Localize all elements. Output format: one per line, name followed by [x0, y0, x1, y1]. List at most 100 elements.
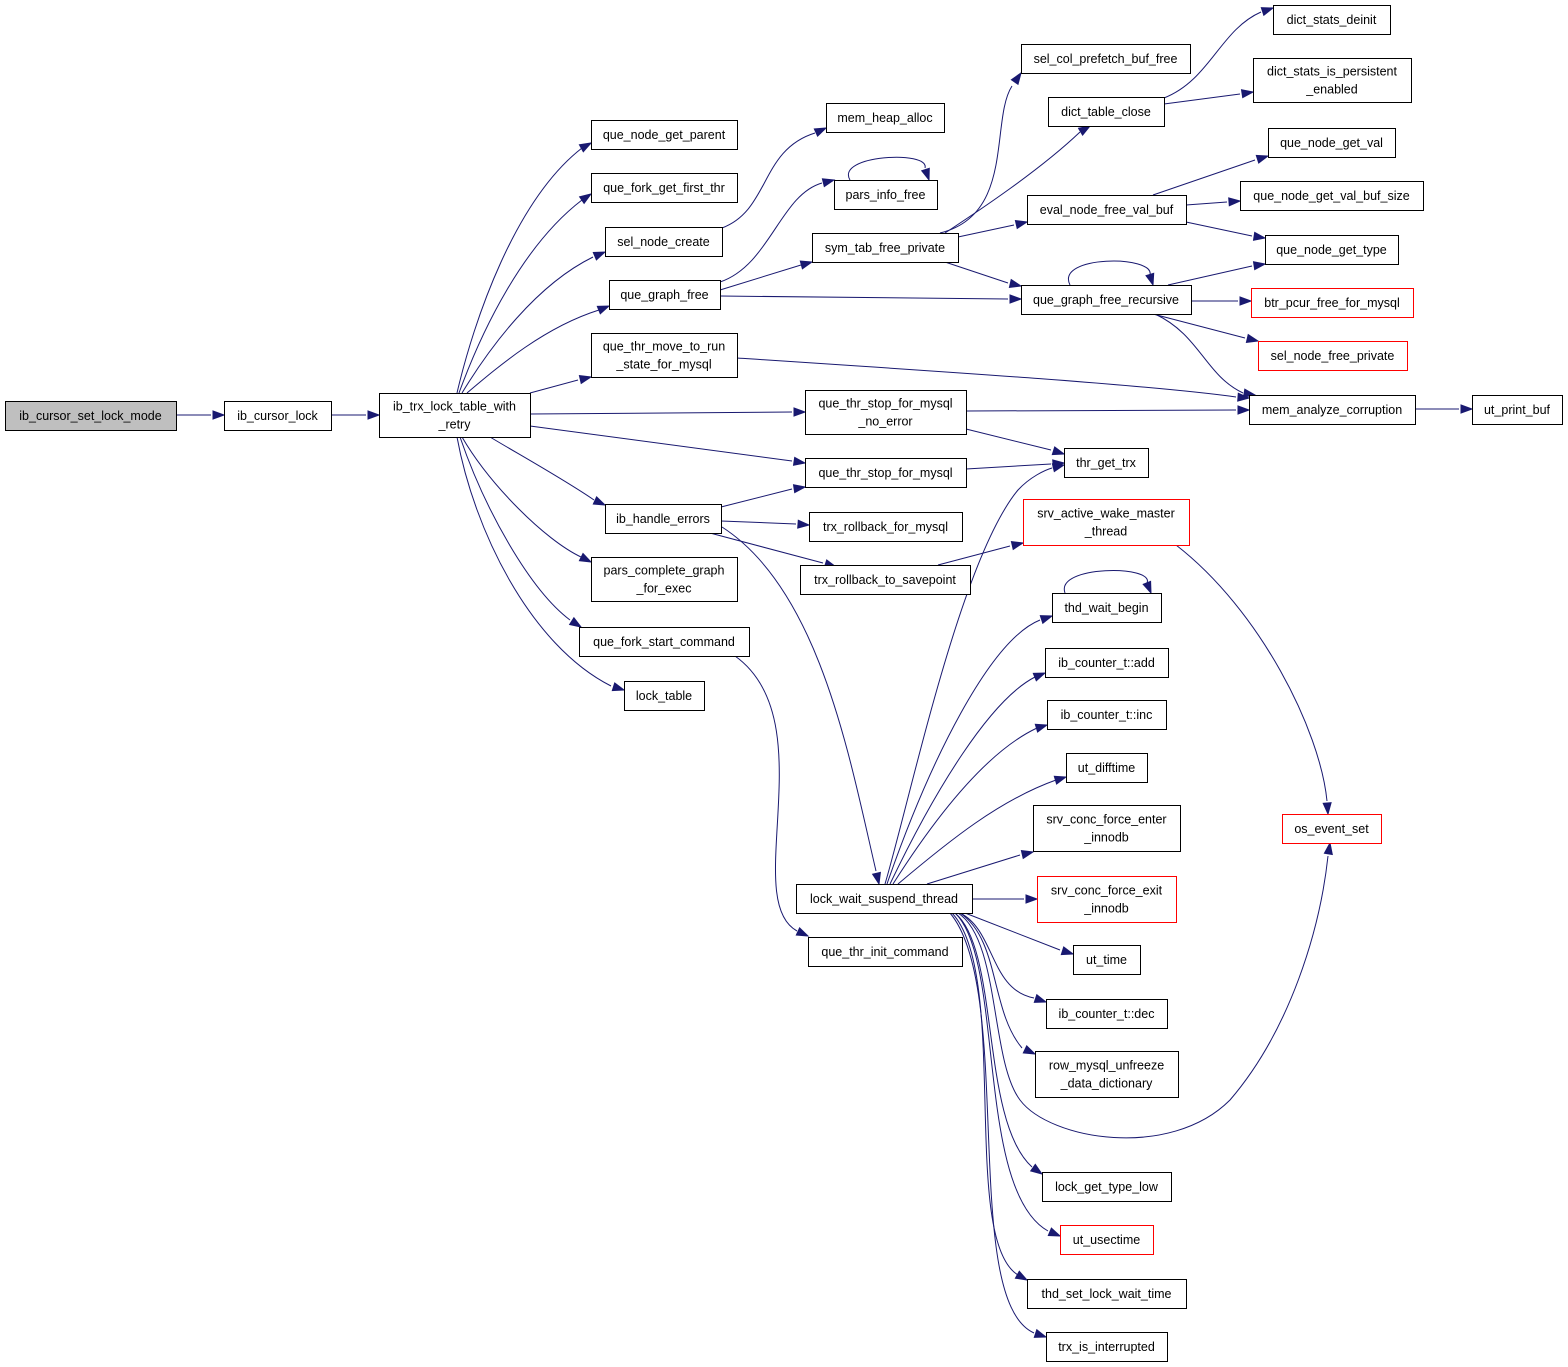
node-label: que_graph_free_recursive	[1033, 293, 1179, 307]
edge-ihe-to-lwst	[721, 526, 881, 886]
node-ib-counter-t-dec[interactable]: ib_counter_t::dec	[1046, 999, 1168, 1029]
node-pars-info-free[interactable]: pars_info_free	[834, 180, 938, 210]
node-ib-handle-errors[interactable]: ib_handle_errors	[605, 504, 722, 534]
node-lock-table[interactable]: lock_table	[624, 681, 705, 711]
node-dict-stats-is-persistent-enabled[interactable]: dict_stats_is_persistent_enabled	[1253, 58, 1412, 103]
node-ib-counter-t-add[interactable]: ib_counter_t::add	[1045, 648, 1169, 678]
node-label: pars_info_free	[846, 188, 926, 202]
node-que-node-get-type[interactable]: que_node_get_type	[1265, 235, 1399, 265]
node-label: _no_error	[857, 415, 912, 429]
node-label: trx_rollback_to_savepoint	[814, 573, 956, 587]
node-que-node-get-parent[interactable]: que_node_get_parent	[591, 120, 738, 150]
node-label: srv_conc_force_exit	[1051, 884, 1163, 898]
edge-retry-to-qgf	[466, 305, 611, 394]
edge-twb-to-twb	[1064, 570, 1152, 595]
node-row-mysql-unfreeze-data-dictionary[interactable]: row_mysql_unfreeze_data_dictionary	[1035, 1051, 1179, 1098]
node-label: srv_active_wake_master	[1037, 507, 1175, 521]
node-lock-wait-suspend-thread[interactable]: lock_wait_suspend_thread	[796, 884, 973, 914]
edge-trts-to-sawmt	[937, 541, 1025, 566]
edge-retry-to-ihe	[489, 436, 607, 506]
node-dict-stats-deinit[interactable]: dict_stats_deinit	[1273, 5, 1391, 35]
node-label: ib_handle_errors	[616, 512, 710, 526]
node-ut-time[interactable]: ut_time	[1073, 945, 1141, 975]
node-lock-get-type-low[interactable]: lock_get_type_low	[1042, 1172, 1172, 1202]
edge-qtsne-to-mac	[965, 405, 1251, 415]
edge-mac-to-upb	[1415, 404, 1474, 414]
edge-lwst-to-scfen	[926, 850, 1035, 885]
node-eval-node-free-val-buf[interactable]: eval_node_free_val_buf	[1027, 195, 1187, 225]
node-que-thr-stop-for-mysql-no-error[interactable]: que_thr_stop_for_mysql _no_error	[805, 390, 967, 435]
node-label: que_node_get_parent	[603, 128, 726, 142]
node-trx-rollback-for-mysql[interactable]: trx_rollback_for_mysql	[809, 512, 963, 542]
node-label: que_node_get_val_buf_size	[1253, 189, 1409, 203]
edge-stfp-to-enfvb	[957, 220, 1029, 238]
node-que-graph-free[interactable]: que_graph_free	[609, 280, 721, 310]
node-thr-get-trx[interactable]: thr_get_trx	[1064, 448, 1149, 478]
node-ib-counter-t-inc[interactable]: ib_counter_t::inc	[1047, 700, 1167, 730]
node-label: lock_wait_suspend_thread	[810, 892, 958, 906]
edge-lwst-to-oes	[957, 841, 1333, 1139]
node-label: srv_conc_force_enter	[1046, 813, 1166, 827]
node-srv-active-wake-master-thread[interactable]: srv_active_wake_master _thread	[1023, 499, 1190, 546]
edge-lwst-to-uu	[954, 912, 1062, 1237]
node-srv-conc-force-enter-innodb[interactable]: srv_conc_force_enter_innodb	[1033, 805, 1181, 852]
node-thd-set-lock-wait-time[interactable]: thd_set_lock_wait_time	[1027, 1279, 1187, 1309]
edge-retry-to-lt	[456, 436, 626, 692]
node-label: thr_get_trx	[1076, 456, 1137, 470]
node-sel-node-free-private[interactable]: sel_node_free_private	[1258, 341, 1408, 371]
node-label: ut_usectime	[1073, 1233, 1140, 1247]
node-label: que_thr_stop_for_mysql	[818, 466, 952, 480]
node-label: que_thr_stop_for_mysql	[818, 397, 952, 411]
node-label: _thread	[1084, 525, 1127, 539]
node-que-fork-get-first-thr[interactable]: que_fork_get_first_thr	[591, 173, 738, 203]
node-mem-analyze-corruption[interactable]: mem_analyze_corruption	[1249, 395, 1416, 425]
node-dict-table-close[interactable]: dict_table_close	[1048, 97, 1165, 127]
node-thd-wait-begin[interactable]: thd_wait_begin	[1052, 593, 1162, 623]
node-ut-print-buf[interactable]: ut_print_buf	[1472, 395, 1563, 425]
node-label: ib_trx_lock_table_with	[393, 400, 516, 414]
node-ib-trx-lock-table-with-retry[interactable]: ib_trx_lock_table_with_retry	[379, 393, 531, 438]
edge-lwst-to-ica	[889, 672, 1047, 885]
node-trx-rollback-to-savepoint[interactable]: trx_rollback_to_savepoint	[800, 565, 971, 595]
node-label: _data_dictionary	[1060, 1077, 1153, 1091]
node-que-thr-move-to-run-state-for-mysql[interactable]: que_thr_move_to_run_state_for_mysql	[591, 333, 738, 378]
node-label: mem_heap_alloc	[837, 111, 932, 125]
edge-lwst-to-udt	[897, 775, 1068, 885]
node-trx-is-interrupted[interactable]: trx_is_interrupted	[1046, 1332, 1168, 1362]
node-label: que_thr_init_command	[821, 945, 948, 959]
node-mem-heap-alloc[interactable]: mem_heap_alloc	[826, 103, 945, 133]
node-ib-cursor-set-lock-mode[interactable]: ib_cursor_set_lock_mode	[5, 401, 177, 431]
edge-root-to-lock	[176, 410, 226, 420]
edge-retry-to-qtmr	[529, 375, 593, 394]
node-que-graph-free-recursive[interactable]: que_graph_free_recursive	[1021, 285, 1192, 315]
node-label: que_thr_move_to_run	[603, 340, 725, 354]
node-label: trx_is_interrupted	[1058, 1340, 1155, 1354]
node-label: ut_time	[1086, 953, 1127, 967]
node-srv-conc-force-exit-innodb[interactable]: srv_conc_force_exit_innodb	[1037, 876, 1177, 923]
node-label: thd_wait_begin	[1064, 601, 1148, 615]
edge-lwst-to-ici	[892, 723, 1049, 885]
node-que-node-get-val-buf-size[interactable]: que_node_get_val_buf_size	[1240, 181, 1424, 211]
edge-snc-to-mha	[721, 127, 828, 229]
edges-layer	[176, 7, 1474, 1338]
node-que-fork-start-command[interactable]: que_fork_start_command	[579, 627, 750, 657]
node-que-node-get-val[interactable]: que_node_get_val	[1268, 128, 1396, 158]
node-label: ut_difftime	[1078, 761, 1135, 775]
node-os-event-set[interactable]: os_event_set	[1282, 814, 1382, 844]
node-ut-difftime[interactable]: ut_difftime	[1066, 753, 1148, 783]
node-sel-col-prefetch-buf-free[interactable]: sel_col_prefetch_buf_free	[1021, 44, 1191, 74]
node-pars-complete-graph-for-exec[interactable]: pars_complete_graph _for_exec	[591, 557, 738, 602]
node-label: sel_col_prefetch_buf_free	[1034, 52, 1178, 66]
node-que-thr-init-command[interactable]: que_thr_init_command	[808, 937, 963, 967]
node-sel-node-create[interactable]: sel_node_create	[605, 227, 723, 257]
node-ib-cursor-lock[interactable]: ib_cursor_lock	[224, 401, 332, 431]
node-ut-usectime[interactable]: ut_usectime	[1060, 1225, 1154, 1255]
node-sym-tab-free-private[interactable]: sym_tab_free_private	[812, 233, 959, 263]
node-btr-pcur-free-for-mysql[interactable]: btr_pcur_free_for_mysql	[1251, 288, 1414, 318]
edge-pif-to-pif	[847, 156, 930, 182]
node-label: pars_complete_graph	[604, 564, 725, 578]
node-que-thr-stop-for-mysql[interactable]: que_thr_stop_for_mysql	[805, 458, 967, 488]
edge-enfvb-to-qngt	[1185, 221, 1267, 241]
node-label: os_event_set	[1294, 822, 1369, 836]
node-label: _for_exec	[636, 582, 692, 596]
